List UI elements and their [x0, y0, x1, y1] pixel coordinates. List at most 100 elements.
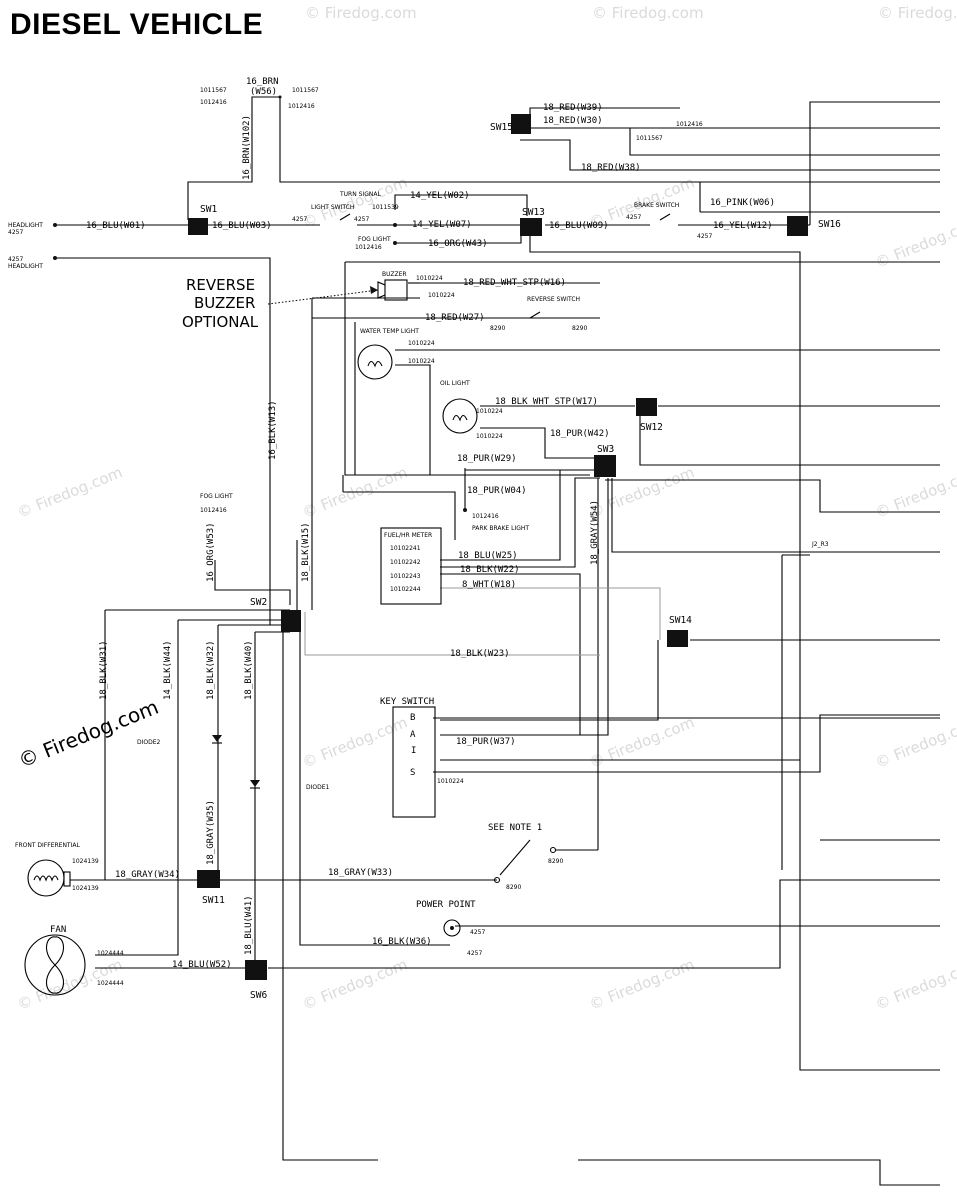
- watermark: © Firedog.com: [587, 955, 697, 1013]
- page-title: DIESEL VEHICLE: [10, 8, 264, 41]
- front-differential-label: FRONT DIFFERENTIAL: [15, 842, 80, 849]
- wire-label: 18_RED(W30): [543, 116, 603, 126]
- wire-label: 18_GRAY(W34): [115, 870, 180, 880]
- wire-label: 18_BLK(W32): [206, 640, 216, 700]
- component-labels: HEADLIGHT 4257 4257 HEADLIGHT TURN SIGNA…: [8, 191, 829, 935]
- part-number: 1012416: [472, 513, 499, 520]
- key-switch-box: [392, 706, 436, 818]
- wire-label: 18_RED(W39): [543, 103, 603, 113]
- headlight-label: 4257: [8, 256, 23, 263]
- part-number: 1012416: [288, 103, 315, 110]
- sw15-block: [511, 114, 531, 134]
- part-number: 8290: [572, 325, 587, 332]
- sw2-block: [281, 610, 301, 632]
- wire-labels: 16_BRN (W56) 16_BLU(W01) 16_BLU(W03) 14_…: [86, 77, 775, 970]
- part-number: 1010224: [428, 292, 455, 299]
- part-number: 10102243: [390, 573, 421, 580]
- sw16-label: SW16: [818, 219, 841, 230]
- sw1-block: [188, 218, 208, 235]
- sw12-label: SW12: [640, 422, 663, 433]
- part-number: 8290: [548, 858, 563, 865]
- sw1-label: SW1: [200, 204, 217, 215]
- watermark: © Firedog.com: [587, 713, 697, 771]
- watermark: © Firedog.com: [15, 463, 125, 521]
- part-number: 1011567: [636, 135, 663, 142]
- part-number: 4257: [470, 929, 485, 936]
- key-terminal: I: [411, 746, 416, 756]
- wire-label: 16_ORG(W53): [206, 522, 216, 582]
- fan-label: FAN: [50, 925, 66, 935]
- wire-label: 16_BRN: [246, 77, 279, 87]
- wire-label: 16_BLK(W13): [268, 400, 278, 460]
- wire-label: 18_GRAY(W35): [206, 800, 216, 865]
- sw3-block: [594, 455, 616, 477]
- wire-label: 16_YEL(W12): [713, 221, 773, 231]
- reverse-buzzer-note: REVERSE BUZZER OPTIONAL: [182, 276, 259, 331]
- reverse-switch-label: REVERSE SWITCH: [527, 296, 580, 303]
- sw15-label: SW15: [490, 122, 513, 133]
- fog-light-label: FOG LIGHT: [200, 493, 233, 500]
- fuel-meter-box: [380, 527, 442, 605]
- fog-light-label: FOG LIGHT: [358, 236, 391, 243]
- oil-light-label: OIL LIGHT: [440, 380, 470, 387]
- part-number: 10102241: [390, 545, 421, 552]
- headlight-label: HEADLIGHT: [8, 263, 43, 270]
- turn-signal-label: TURN SIGNAL: [339, 191, 381, 198]
- headlight-label: 4257: [8, 229, 23, 236]
- part-number: 1011567: [292, 87, 319, 94]
- sw16-block: [787, 216, 808, 236]
- part-number: 4257: [697, 233, 712, 240]
- sw2-label: SW2: [250, 597, 267, 608]
- wire-label: 18_PUR(W29): [457, 454, 517, 464]
- wire-label: (W56): [250, 87, 277, 97]
- key-switch-label: KEY SWITCH: [380, 697, 434, 707]
- watermark-main: © Firedog.com: [15, 695, 162, 773]
- part-number: 1012416: [200, 507, 227, 514]
- water-temp-bulb-icon: [357, 344, 393, 380]
- watermark: © Firedog.com: [873, 713, 957, 771]
- wire-label: 18_PUR(W42): [550, 429, 610, 439]
- diode1-label: DIODE1: [306, 784, 330, 791]
- wire-label: 18_BLK(W23): [450, 649, 510, 659]
- switch-labels: SW1 SW15 SW13 SW16 SW12 SW3 SW2 SW14 SW1…: [200, 122, 841, 1001]
- part-number: 4257: [467, 950, 482, 957]
- part-number: 10102244: [390, 586, 421, 593]
- sw3-label: SW3: [597, 444, 614, 455]
- wire-label: 18_BLK(W15): [301, 522, 311, 582]
- part-number: 4257: [626, 214, 641, 221]
- wire-label: 18_BLU(W41): [244, 895, 254, 955]
- part-number: 1010224: [408, 358, 435, 365]
- wire-label: 18_PUR(W37): [456, 737, 516, 747]
- part-number: 4257: [292, 216, 307, 223]
- key-terminal: B: [410, 713, 415, 723]
- wire-label: 14_BLU(W52): [172, 960, 232, 970]
- sw13-block: [520, 218, 542, 236]
- wire-label: 16_BRN(W102): [242, 115, 252, 180]
- wire-label: 16_ORG(W43): [428, 239, 488, 249]
- buzzer-label: BUZZER: [382, 271, 407, 278]
- wire-labels-vertical: 16_BRN(W102) 16_BLK(W13) 18_BLK(W15) 16_…: [99, 115, 600, 955]
- light-switch-label: LIGHT SWITCH: [311, 204, 354, 211]
- park-brake-label: PARK BRAKE LIGHT: [472, 525, 529, 532]
- wire-label: 18_RED(W38): [581, 163, 641, 173]
- sw11-label: SW11: [202, 895, 225, 906]
- wire-label: 16_BLU(W03): [212, 221, 272, 231]
- part-number: 1012416: [355, 244, 382, 251]
- part-number: 1010224: [437, 778, 464, 785]
- wire-label: 14_BLK(W44): [163, 640, 173, 700]
- wire-label: 18_BLK(W22): [460, 565, 520, 575]
- wire-label: 18_BLK(W31): [99, 640, 109, 700]
- note-line: REVERSE: [186, 276, 255, 294]
- part-number: 1012416: [200, 99, 227, 106]
- buzzer-symbol: [384, 279, 408, 301]
- watermark: © Firedog.com: [305, 4, 417, 22]
- see-note-label: SEE NOTE 1: [488, 823, 542, 833]
- fan-icon: [24, 934, 86, 996]
- note-line: BUZZER: [194, 294, 255, 312]
- headlight-label: HEADLIGHT: [8, 222, 43, 229]
- part-number: 1010224: [476, 408, 503, 415]
- brake-switch-label: BRAKE SWITCH: [634, 202, 679, 209]
- watermark: © Firedog.com: [873, 463, 957, 521]
- j2r3-label: J2_R3: [811, 541, 829, 548]
